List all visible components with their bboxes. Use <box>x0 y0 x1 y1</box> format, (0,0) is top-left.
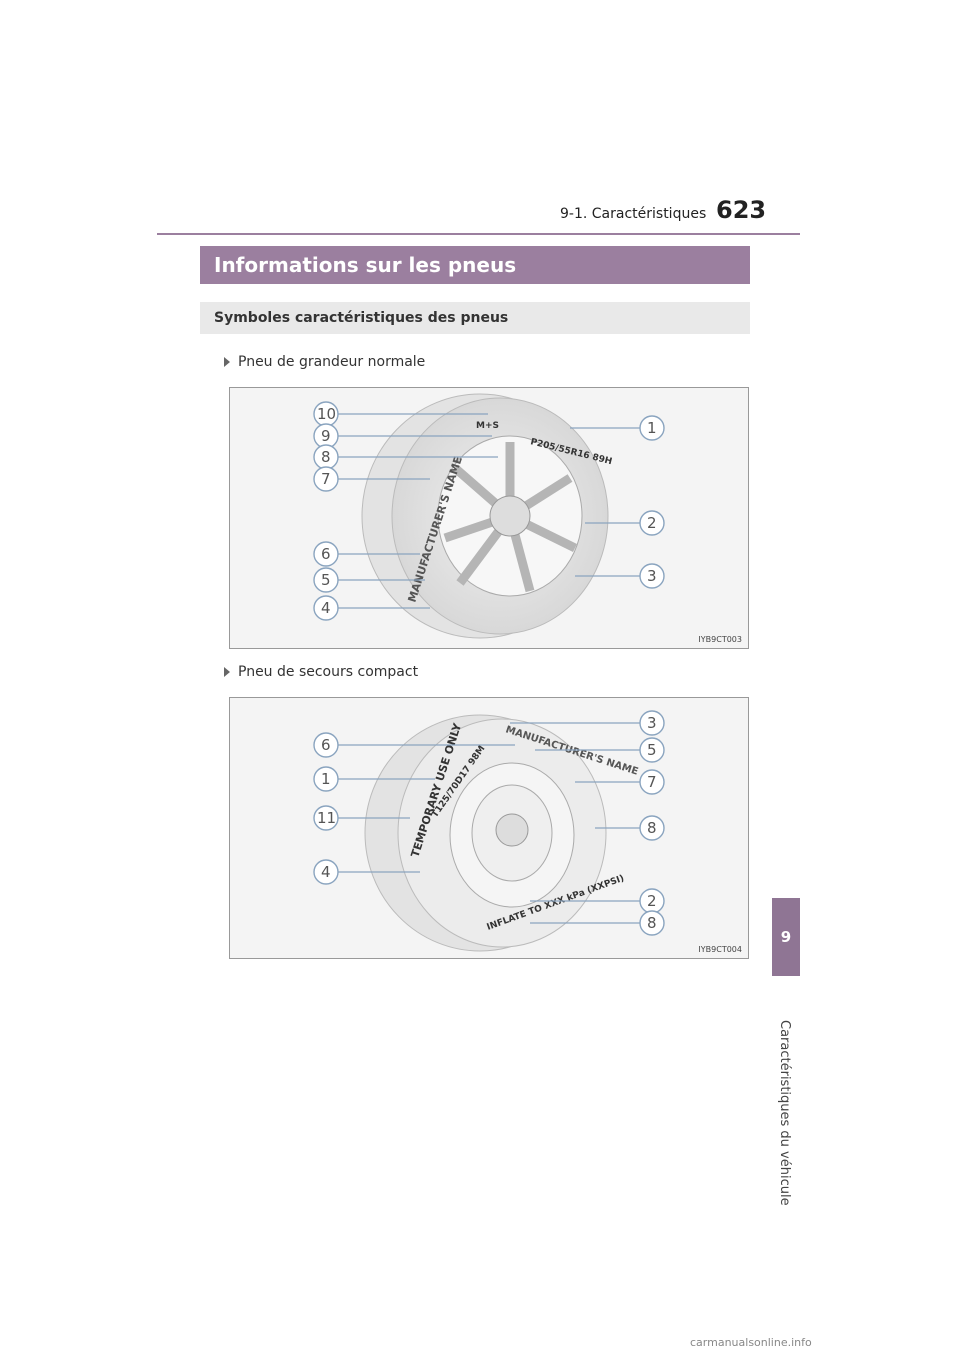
callout-1: 1 <box>647 419 657 437</box>
normal-tire-diagram: P205/55R16 89H M+S MANUFACTURER'S NAME 1… <box>313 393 665 639</box>
callout-7: 7 <box>647 773 657 791</box>
callout-3: 3 <box>647 714 657 732</box>
callout-5: 5 <box>647 741 657 759</box>
section-title: Informations sur les pneus <box>200 246 750 284</box>
callout-6: 6 <box>321 736 331 754</box>
figure-code: IYB9CT004 <box>698 945 742 954</box>
chapter-title-vertical: Caractéristiques du véhicule <box>777 1020 792 1206</box>
callouts-right: 1 2 3 <box>570 415 665 589</box>
bullet-arrow-icon <box>224 357 230 367</box>
figure-code: IYB9CT003 <box>698 635 742 644</box>
callout-8b: 8 <box>647 914 657 932</box>
callout-8: 8 <box>321 448 331 466</box>
wheel-hub <box>495 813 529 847</box>
callout-5: 5 <box>321 571 331 589</box>
callout-1: 1 <box>321 770 331 788</box>
callout-9: 9 <box>321 427 331 445</box>
chapter-tab[interactable]: 9 <box>772 898 800 976</box>
callouts-right: 3 5 7 8 2 8 <box>510 710 665 936</box>
callout-2: 2 <box>647 892 657 910</box>
callout-2: 2 <box>647 514 657 532</box>
callout-6: 6 <box>321 545 331 563</box>
callout-4: 4 <box>321 599 331 617</box>
tire-ms-text: M+S <box>476 421 499 431</box>
section-subtitle: Symboles caractéristiques des pneus <box>200 302 750 334</box>
page-number: 623 <box>716 196 767 224</box>
callout-10: 10 <box>317 405 336 423</box>
wheel-hub <box>489 495 531 537</box>
callout-4: 4 <box>321 863 331 881</box>
running-header-section: 9-1. Caractéristiques <box>560 206 707 222</box>
callout-3: 3 <box>647 567 657 585</box>
callout-8: 8 <box>647 819 657 837</box>
figure-spare-tire: TEMPORARY USE ONLY T125/70D17 98M MANUFA… <box>229 697 749 959</box>
callouts-left: 10 9 8 7 6 5 4 <box>313 401 498 621</box>
callouts-left: 6 1 11 4 <box>313 732 515 885</box>
callout-7: 7 <box>321 470 331 488</box>
figure-normal-tire: P205/55R16 89H M+S MANUFACTURER'S NAME 1… <box>229 387 749 649</box>
bullet-arrow-icon <box>224 667 230 677</box>
callout-11: 11 <box>317 809 336 827</box>
bullet-spare-tire: Pneu de secours compact <box>224 664 418 680</box>
bullet-normal-tire: Pneu de grandeur normale <box>224 354 425 370</box>
spare-tire-diagram: TEMPORARY USE ONLY T125/70D17 98M MANUFA… <box>313 710 665 952</box>
header-rule <box>157 233 800 235</box>
footer-watermark: carmanualsonline.info <box>690 1336 812 1349</box>
